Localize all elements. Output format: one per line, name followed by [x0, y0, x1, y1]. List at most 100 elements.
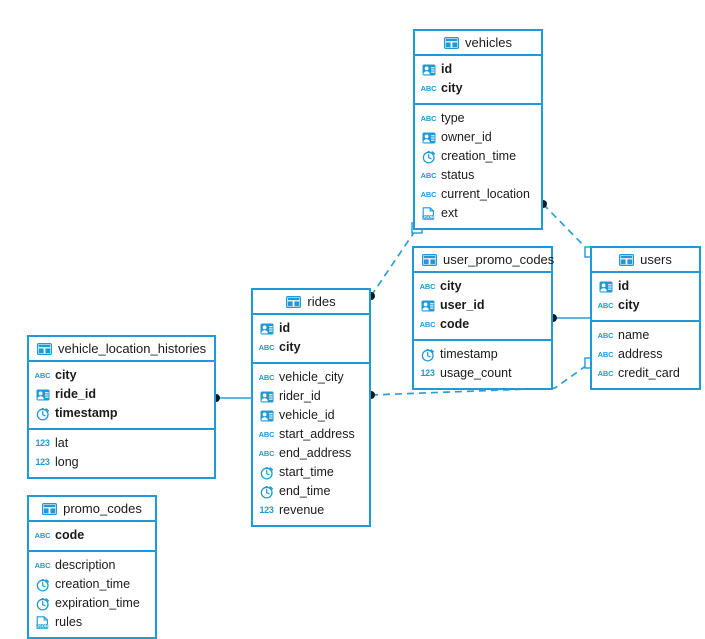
table-grid-icon — [422, 253, 437, 266]
field-row[interactable]: creation_time — [415, 147, 541, 166]
field-row[interactable]: end_time — [253, 482, 369, 501]
field-label: start_time — [279, 465, 334, 480]
field-row[interactable]: start_time — [253, 463, 369, 482]
table-header-rides[interactable]: rides — [253, 290, 369, 315]
field-row-primary-key[interactable]: id — [253, 319, 369, 338]
field-row-primary-key[interactable]: user_id — [414, 296, 551, 315]
field-label: owner_id — [441, 130, 492, 145]
field-row[interactable]: ABC end_address — [253, 444, 369, 463]
table-title: vehicles — [465, 35, 512, 50]
relation-rel-vlh-rides[interactable] — [212, 394, 251, 402]
field-row[interactable]: ABC status — [415, 166, 541, 185]
field-row[interactable]: 123 lat — [29, 434, 214, 453]
field-label: user_id — [440, 298, 485, 313]
field-row[interactable]: ABC type — [415, 109, 541, 128]
field-row-primary-key[interactable]: ride_id — [29, 385, 214, 404]
field-label: status — [441, 168, 475, 183]
table-header-vehicles[interactable]: vehicles — [415, 31, 541, 56]
table-header-user_promo_codes[interactable]: user_promo_codes — [414, 248, 554, 273]
field-row[interactable]: owner_id — [415, 128, 541, 147]
abc-string-icon: ABC — [419, 281, 436, 291]
field-row[interactable]: timestamp — [414, 345, 551, 364]
table-header-users[interactable]: users — [592, 248, 699, 273]
field-label: id — [279, 321, 291, 336]
field-label: vehicle_id — [279, 408, 335, 423]
abc-string-icon: ABC — [258, 372, 275, 382]
key-id-icon — [259, 409, 274, 422]
field-label: lat — [55, 436, 69, 451]
table-title: users — [640, 252, 672, 267]
table-grid-icon — [286, 295, 302, 308]
field-row[interactable]: vehicle_id — [253, 406, 369, 425]
abc-string-icon: ABC — [258, 448, 275, 458]
abc-string-icon: ABC — [420, 170, 437, 180]
table-grid-icon — [42, 502, 58, 515]
field-row[interactable]: creation_time — [29, 575, 155, 594]
json-icon: JSON — [35, 616, 50, 629]
field-label: city — [441, 81, 463, 96]
abc-string-icon: ABC — [34, 530, 51, 540]
field-label: city — [618, 298, 640, 313]
clock-icon — [35, 597, 50, 611]
key-id-icon — [420, 299, 435, 312]
clock-icon — [259, 485, 274, 499]
abc-string-icon: ABC — [34, 560, 51, 570]
abc-string-icon: ABC — [34, 370, 51, 380]
field-label: end_time — [279, 484, 331, 499]
table-title: rides — [307, 294, 336, 309]
field-row-primary-key[interactable]: id — [592, 277, 699, 296]
field-row-primary-key[interactable]: timestamp — [29, 404, 214, 423]
field-label: creation_time — [441, 149, 517, 164]
field-label: name — [618, 328, 650, 343]
table-header-promo_codes[interactable]: promo_codes — [29, 497, 155, 522]
abc-string-icon: ABC — [420, 113, 437, 123]
abc-string-icon: ABC — [597, 349, 614, 359]
field-row-primary-key[interactable]: id — [415, 60, 541, 79]
field-label: usage_count — [440, 366, 512, 381]
table-grid-icon — [619, 253, 635, 266]
field-label: type — [441, 111, 465, 126]
relation-rel-upc-users[interactable] — [549, 314, 590, 322]
clock-icon — [35, 578, 50, 592]
table-header-vehicle_location_histories[interactable]: vehicle_location_histories — [29, 337, 214, 362]
number-icon: 123 — [35, 438, 50, 448]
field-label: id — [618, 279, 630, 294]
key-id-icon — [259, 390, 274, 403]
field-row[interactable]: rider_id — [253, 387, 369, 406]
field-label: end_address — [279, 446, 352, 461]
field-row[interactable]: expiration_time — [29, 594, 155, 613]
